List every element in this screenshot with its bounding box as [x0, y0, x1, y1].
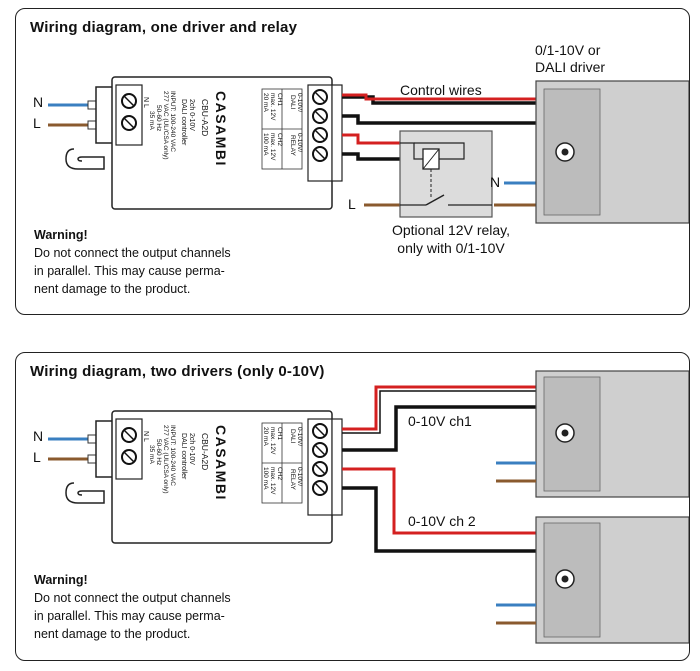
desc-text-2: DALI controller [180, 99, 187, 146]
ch1-label: 0-10V ch1 [408, 413, 472, 429]
out1a-text: 0-10V/ [296, 427, 303, 446]
relay-label-line1: Optional 12V relay, [391, 222, 511, 238]
ch1-head-text: CH1 [276, 427, 283, 440]
diagram-two-drivers: Wiring diagram, two drivers (only 0-10V)… [15, 352, 690, 661]
input-text-1: INPUT: 100-240 VAC [169, 91, 176, 152]
ch1-ma-text: 20 mA [262, 427, 269, 446]
input-text-4: 35 mA [148, 111, 155, 130]
warning-title: Warning! [34, 573, 88, 587]
desc-text-1: 2ch 0-10V [188, 433, 195, 465]
l-label-relay: L [348, 196, 356, 212]
ch2-v-text: max. 12V [269, 133, 276, 161]
nl-text: N L [142, 431, 149, 442]
out2b-text: RELAY [289, 135, 296, 156]
ch1-v-text: max. 12V [269, 93, 276, 121]
ch2-wire-red [342, 467, 536, 535]
relay-wire-red [342, 133, 400, 145]
ch1-wire-red [342, 385, 536, 431]
out2a-text: 0-10V/ [296, 133, 303, 152]
ch2-label: 0-10V ch 2 [408, 513, 476, 529]
l-label-left: L [33, 115, 41, 131]
wiring-diagram-graphic: CASAMBI CBU-A2D 2ch 0-10V DALI controlle… [48, 370, 689, 644]
relay-box [399, 130, 493, 218]
warning-line-3: nent damage to the product. [34, 627, 191, 641]
input-text-2: 277 VAC (UL/CSA only) [162, 91, 169, 160]
desc-text-1: 2ch 0-10V [188, 99, 195, 131]
warning-line-2: in parallel. This may cause perma- [34, 264, 225, 278]
out2a-text: 0-10V/ [296, 467, 303, 486]
l-label-left: L [33, 449, 41, 465]
warning-note: Warning! Do not connect the output chann… [34, 226, 231, 298]
diagram-one-driver-relay: Wiring diagram, one driver and relay [15, 8, 690, 315]
ch2-wire-black [342, 486, 536, 553]
input-text-3: 50-60 Hz [155, 105, 162, 131]
n-label-right: N [490, 174, 501, 190]
model-text: CBU-A2D [200, 99, 210, 136]
brand-logo-text: CASAMBI [213, 91, 229, 167]
warning-line-2: in parallel. This may cause perma- [34, 609, 225, 623]
driver-label-line2: DALI driver [535, 59, 606, 75]
input-text-3: 50-60 Hz [155, 439, 162, 465]
input-text-1: INPUT: 100-240 VAC [169, 425, 176, 486]
relay-label-line2: only with 0/1-10V [397, 240, 505, 256]
ch2-v-text: max. 12V [269, 467, 276, 495]
casambi-controller: CASAMBI CBU-A2D 2ch 0-10V DALI controlle… [65, 410, 343, 544]
n-label-left: N [33, 428, 44, 444]
ch1-wire-black [342, 405, 536, 452]
driver-label-line1: 0/1-10V or [535, 42, 601, 58]
relay-wire-black [342, 152, 400, 161]
brand-logo-text: CASAMBI [213, 425, 229, 501]
out1a-text: 0-10V/ [296, 93, 303, 112]
ch1-head-text: CH1 [276, 93, 283, 106]
out1b-text: DALI [289, 95, 296, 110]
driver-box-1 [535, 370, 689, 498]
ch1-ma-text: 20 mA [262, 93, 269, 112]
n-label-left: N [33, 94, 44, 110]
warning-line-3: nent damage to the product. [34, 282, 191, 296]
warning-note: Warning! Do not connect the output chann… [34, 571, 231, 643]
input-text-2: 277 VAC (UL/CSA only) [162, 425, 169, 494]
ch1-v-text: max. 12V [269, 427, 276, 455]
input-text-4: 35 mA [148, 445, 155, 464]
out2b-text: RELAY [289, 469, 296, 490]
desc-text-2: DALI controller [180, 433, 187, 480]
control-wires-label: Control wires [400, 82, 482, 98]
nl-text: N L [142, 97, 149, 108]
driver-label: 0/1-10V or DALI driver [535, 42, 605, 76]
out1b-text: DALI [289, 429, 296, 444]
warning-title: Warning! [34, 228, 88, 242]
model-text: CBU-A2D [200, 433, 210, 470]
diagram-title: Wiring diagram, one driver and relay [30, 19, 298, 36]
driver-box-2 [535, 516, 689, 644]
warning-line-1: Do not connect the output channels [34, 591, 231, 605]
diagram-title: Wiring diagram, two drivers (only 0-10V) [30, 363, 325, 380]
control-wire-red [342, 93, 536, 101]
ch2-ma-text: 100 mA [262, 467, 269, 490]
wiring-diagram-graphic: CASAMBI CBU-A2D 2ch 0-10V DALI controlle… [48, 76, 689, 224]
ch2-head-text: CH2 [276, 467, 283, 480]
relay-label: Optional 12V relay, only with 0/1-10V [361, 221, 541, 257]
driver-box [535, 80, 689, 224]
ch2-ma-text: 100 mA [262, 133, 269, 156]
casambi-controller: CASAMBI CBU-A2D 2ch 0-10V DALI controlle… [65, 76, 343, 210]
warning-line-1: Do not connect the output channels [34, 246, 231, 260]
ch2-head-text: CH2 [276, 133, 283, 146]
